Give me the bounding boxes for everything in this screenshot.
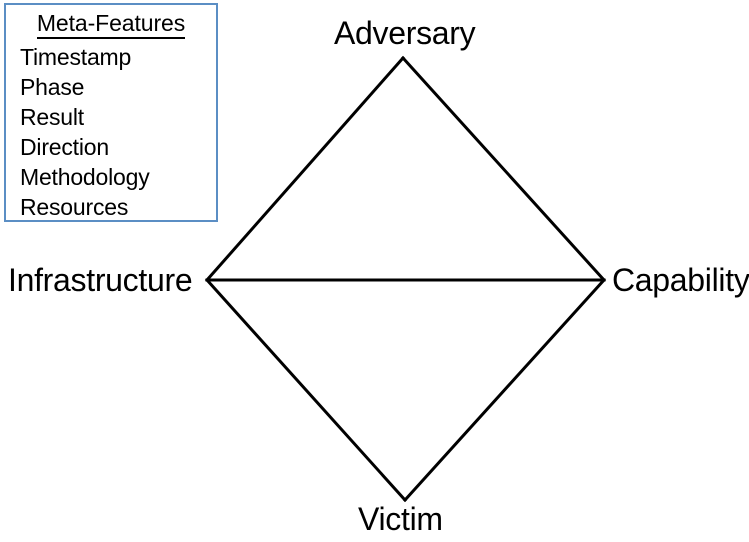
- list-item: Resources: [20, 194, 129, 220]
- edge-infrastructure-victim: [204, 277, 408, 503]
- vertex-label-capability: Capability: [612, 262, 749, 298]
- list-item: Timestamp: [20, 44, 132, 70]
- edge-capability-victim: [402, 277, 607, 503]
- vertex-label-infrastructure: Infrastructure: [8, 262, 193, 298]
- list-item: Result: [20, 104, 84, 130]
- list-item: Direction: [20, 134, 109, 160]
- vertex-label-victim: Victim: [358, 501, 443, 537]
- meta-features-title: Meta-Features: [6, 8, 216, 39]
- list-item: Methodology: [20, 164, 150, 190]
- vertex-label-adversary: Adversary: [334, 15, 476, 51]
- meta-features-list: Timestamp Phase Result Direction Methodo…: [6, 42, 216, 222]
- edge-adversary-capability: [400, 55, 607, 283]
- edge-adversary-infrastructure: [204, 55, 406, 283]
- list-item: Phase: [20, 74, 85, 100]
- meta-features-title-text: Meta-Features: [36, 10, 185, 39]
- meta-features-panel: Meta-Features Timestamp Phase Result Dir…: [4, 3, 218, 222]
